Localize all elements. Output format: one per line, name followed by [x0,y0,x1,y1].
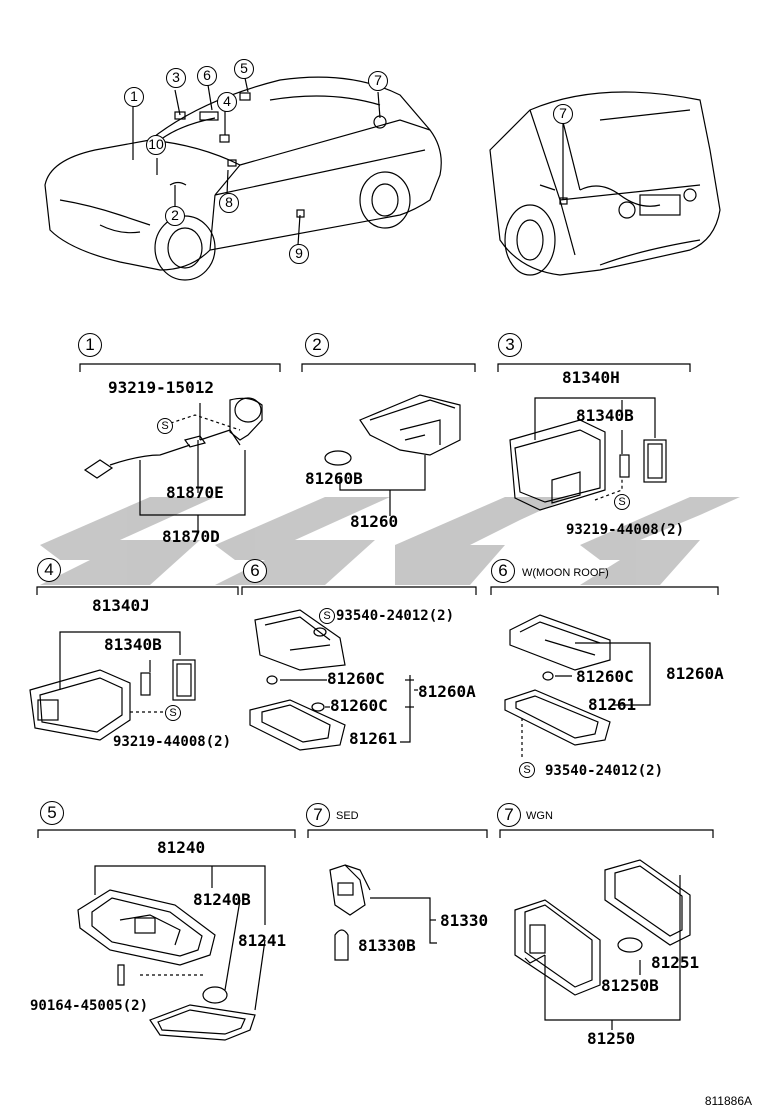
callout-1: 1 [124,87,144,107]
section-3-number: 3 [498,333,522,357]
sed-note: SED [336,810,359,822]
part-81241: 81241 [238,931,287,950]
part-81340J: 81340J [92,596,150,615]
callout-5: 5 [234,59,254,79]
part-81870E: 81870E [166,483,224,502]
part-81250B: 81250B [601,976,659,995]
part-81261: 81261 [349,729,398,748]
part-93219-44008: 93219-44008(2) [566,522,685,538]
callout-2: 2 [165,206,185,226]
part-81251: 81251 [651,953,700,972]
part-81870D: 81870D [162,527,220,546]
section-4-parts [29,631,196,741]
section-1-number: 1 [78,333,102,357]
part-81340B: 81340B [104,635,162,654]
screw-marker: S [519,762,535,778]
callout-7-wagon: 7 [553,104,573,124]
part-93540-24012: 93540-24012(2) [545,763,664,779]
part-81330: 81330 [440,911,489,930]
section-7-wgn-parts [514,859,691,1030]
part-81260: 81260 [350,512,399,531]
wagon-car-illustration [489,91,721,276]
screw-marker: S [614,494,630,510]
part-81260C: 81260C [576,667,634,686]
screw-marker: S [165,705,181,721]
part-81240: 81240 [157,838,206,857]
section-5-number: 5 [40,801,64,825]
watermark-logo [40,497,740,585]
section-7-wgn-number: 7 [497,803,521,827]
section-6-number: 6 [243,559,267,583]
section-2-parts [324,394,461,516]
wgn-note: WGN [526,810,553,822]
callout-7-sedan: 7 [368,71,388,91]
section-6-standard-parts [249,609,418,751]
part-81240B: 81240B [193,890,251,909]
part-81261: 81261 [588,695,637,714]
moon-roof-note: W(MOON ROOF) [522,567,609,579]
section-3-parts [509,397,667,511]
callout-6: 6 [197,66,217,86]
section-7-sed-number: 7 [306,803,330,827]
callout-3: 3 [166,68,186,88]
section-4-number: 4 [37,558,61,582]
part-93219-15012: 93219-15012 [108,378,214,397]
callout-8: 8 [219,193,239,213]
figure-code: 811886A [704,1094,752,1108]
section-7-sed-parts [329,864,437,961]
section-6-moon-roof-number: 6 [491,559,515,583]
section-frames [36,363,719,838]
part-81260C: 81260C [330,696,388,715]
part-90164-45005: 90164-45005(2) [30,998,149,1014]
section-2-number: 2 [305,333,329,357]
part-93219-44008: 93219-44008(2) [113,734,232,750]
callout-9: 9 [289,244,309,264]
part-93540-24012: 93540-24012(2) [336,608,455,624]
section-1-parts [83,397,263,532]
part-81260C: 81260C [327,669,385,688]
part-81260A: 81260A [418,682,476,701]
part-81260A: 81260A [666,664,724,683]
part-81330B: 81330B [358,936,416,955]
screw-marker: S [319,608,335,624]
part-81340H: 81340H [562,368,620,387]
screw-marker: S [157,418,173,434]
part-81260B: 81260B [305,469,363,488]
part-81250: 81250 [587,1029,636,1048]
callout-4: 4 [217,92,237,112]
section-5-parts [77,865,266,1041]
part-81340B: 81340B [576,406,634,425]
callout-10: 10 [146,135,166,155]
section-6-moon-roof-parts [504,614,651,758]
sedan-car-illustration [44,76,442,281]
